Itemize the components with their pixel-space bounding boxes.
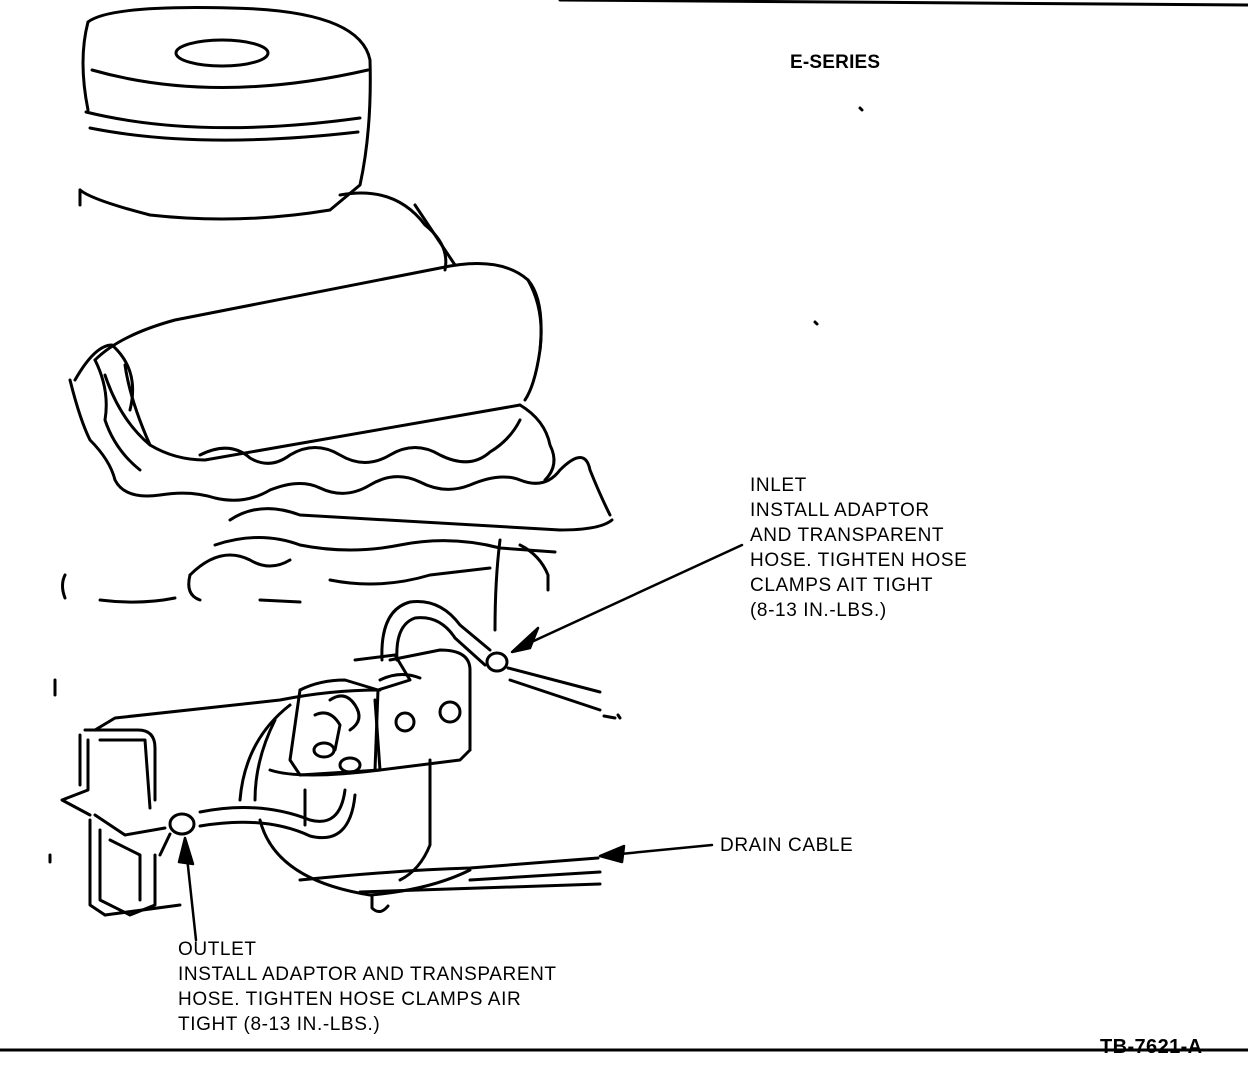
page-title: E-SERIES [790,52,881,73]
drain-leader-arrow [598,843,714,864]
fuel-filter-body [268,648,472,792]
air-cleaner [78,6,372,221]
inlet-callout-line: CLAMPS AIT TIGHT [750,575,934,596]
top-border-line [558,0,1248,7]
drain-cable [298,856,602,894]
frame-rail [48,678,382,917]
inlet-hose [380,599,617,720]
valve-cover [73,262,543,472]
drain-cable-callout: DRAIN CABLE [720,833,853,858]
outlet-callout-line: OUTLET [178,939,257,960]
outlet-callout-line: HOSE. TIGHTEN HOSE CLAMPS AIR [178,989,522,1010]
inlet-callout-line: AND TRANSPARENT [750,525,945,546]
cylinder-head [68,378,612,517]
drain-cable-label: DRAIN CABLE [720,835,854,856]
intake-body [338,191,457,272]
inlet-callout-line: (8-13 IN.-LBS.) [750,600,887,621]
outlet-callout: OUTLET INSTALL ADAPTOR AND TRANSPARENT H… [178,937,557,1037]
outlet-hose [158,703,357,857]
figure-id: TB-7621-A [1100,1036,1203,1058]
inlet-callout-line: HOSE. TIGHTEN HOSE [750,550,968,571]
inlet-callout-line: INSTALL ADAPTOR [750,500,930,521]
exhaust-manifold [61,507,614,632]
inlet-callout-line: INLET [750,475,807,496]
outlet-callout-line: INSTALL ADAPTOR AND TRANSPARENT [178,964,557,985]
speck [858,106,864,112]
outlet-leader-arrow [177,836,198,942]
speck [616,713,622,720]
inlet-leader-arrow [510,543,744,654]
inlet-callout: INLET INSTALL ADAPTOR AND TRANSPARENT HO… [750,473,967,623]
outlet-callout-line: TIGHT (8-13 IN.-LBS.) [178,1014,381,1035]
speck [813,320,819,326]
